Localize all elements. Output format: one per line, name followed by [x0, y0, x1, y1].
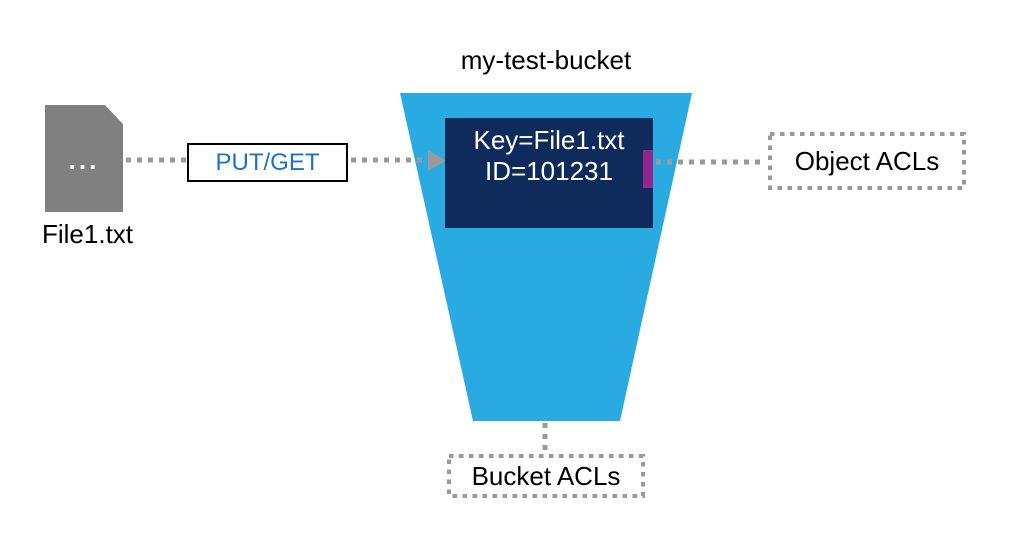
put-get-label: PUT/GET: [215, 148, 320, 176]
file-name-label: File1.txt: [41, 219, 134, 249]
bucket-title: my-test-bucket: [460, 45, 632, 75]
bucket-acls-label: Bucket ACLs: [471, 460, 621, 491]
object-version-marker: [643, 150, 653, 188]
object-record-box: Key=File1.txt ID=101231: [445, 118, 653, 228]
object-acls-border: [768, 132, 966, 190]
file-ellipsis-dots: ...: [68, 145, 100, 175]
file-document-icon: [45, 105, 123, 212]
arrowhead-icon: [428, 150, 446, 171]
bucket-acls-box: Bucket ACLs: [447, 454, 645, 498]
put-get-action-box: PUT/GET: [187, 143, 348, 182]
object-acls-box: Object ACLs: [768, 132, 966, 190]
bucket-acls-border: [447, 454, 645, 498]
object-id-label: ID=101231: [485, 156, 613, 186]
object-acls-label: Object ACLs: [794, 145, 940, 176]
object-key-label: Key=File1.txt: [473, 125, 625, 155]
